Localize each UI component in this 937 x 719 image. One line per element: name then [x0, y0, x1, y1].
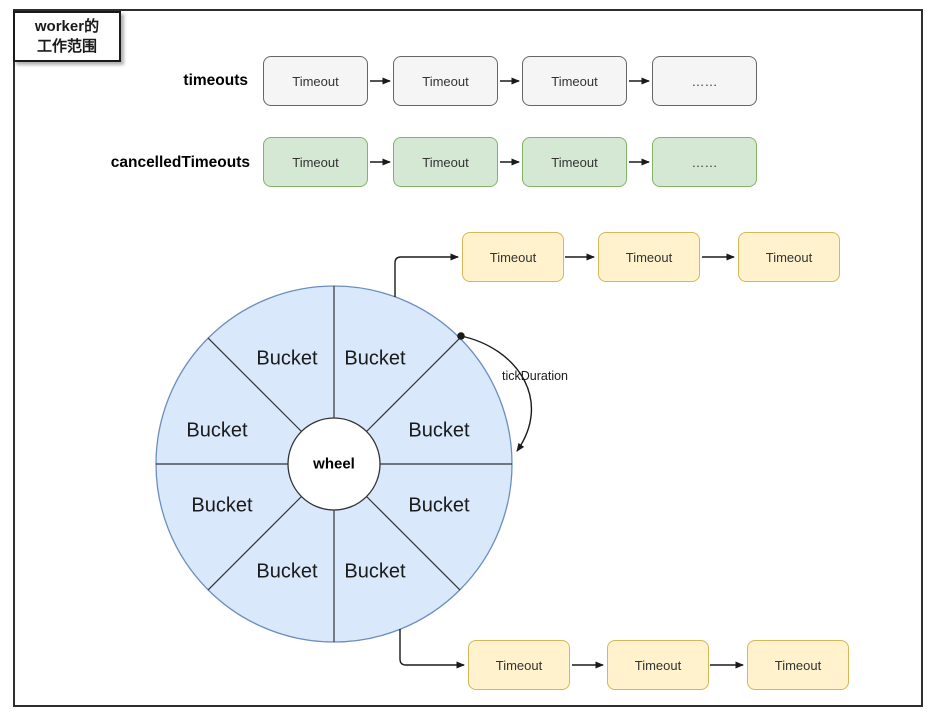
worker-scope-line2: 工作范围 — [36, 37, 97, 55]
timeout-node: Timeout — [263, 56, 368, 106]
wheel-to-bottom-chain-connector — [399, 629, 465, 669]
bucket-label: Bucket — [344, 347, 406, 370]
bucket-label: Bucket — [186, 419, 248, 442]
tick-duration-label: tickDuration — [502, 369, 568, 383]
wheel-spokes — [156, 286, 512, 642]
bucket-timeout-node: Timeout — [598, 232, 700, 282]
timeout-node: Timeout — [522, 56, 627, 106]
wheel-hub-label: wheel — [313, 455, 355, 473]
cancelled-timeout-node-ellipsis: …… — [652, 137, 757, 187]
wheel-spoke — [366, 337, 461, 432]
bucket-label: Bucket — [256, 560, 318, 583]
bucket-label: Bucket — [408, 419, 470, 442]
worker-scope-line1: worker的 — [34, 17, 100, 35]
timeout-node-ellipsis: …… — [652, 56, 757, 106]
wheel-spoke — [366, 496, 461, 591]
tick-start-dot — [457, 332, 465, 340]
wheel-hub-circle — [287, 417, 381, 511]
diagram-frame — [13, 9, 923, 707]
timeout-node: Timeout — [393, 56, 498, 106]
worker-scope-box: worker的 工作范围 — [13, 11, 121, 62]
bucket-label: Bucket — [408, 494, 470, 517]
wheel-spoke — [207, 337, 302, 432]
bucket-label: Bucket — [191, 494, 253, 517]
bucket-label: Bucket — [344, 560, 406, 583]
timeouts-row-label: timeouts — [183, 72, 248, 89]
bucket-timeout-node: Timeout — [468, 640, 570, 690]
bucket-timeout-node: Timeout — [607, 640, 709, 690]
bucket-timeout-node: Timeout — [738, 232, 840, 282]
tick-duration-arc — [460, 335, 533, 452]
cancelled-timeouts-row-label: cancelledTimeouts — [110, 154, 250, 171]
bucket-timeout-node: Timeout — [462, 232, 564, 282]
cancelled-timeout-node: Timeout — [393, 137, 498, 187]
bucket-label: Bucket — [256, 347, 318, 370]
wheel-spoke — [207, 496, 302, 591]
cancelled-timeout-node: Timeout — [263, 137, 368, 187]
wheel-to-top-chain-connector — [394, 253, 459, 297]
bucket-timeout-node: Timeout — [747, 640, 849, 690]
cancelled-timeout-node: Timeout — [522, 137, 627, 187]
